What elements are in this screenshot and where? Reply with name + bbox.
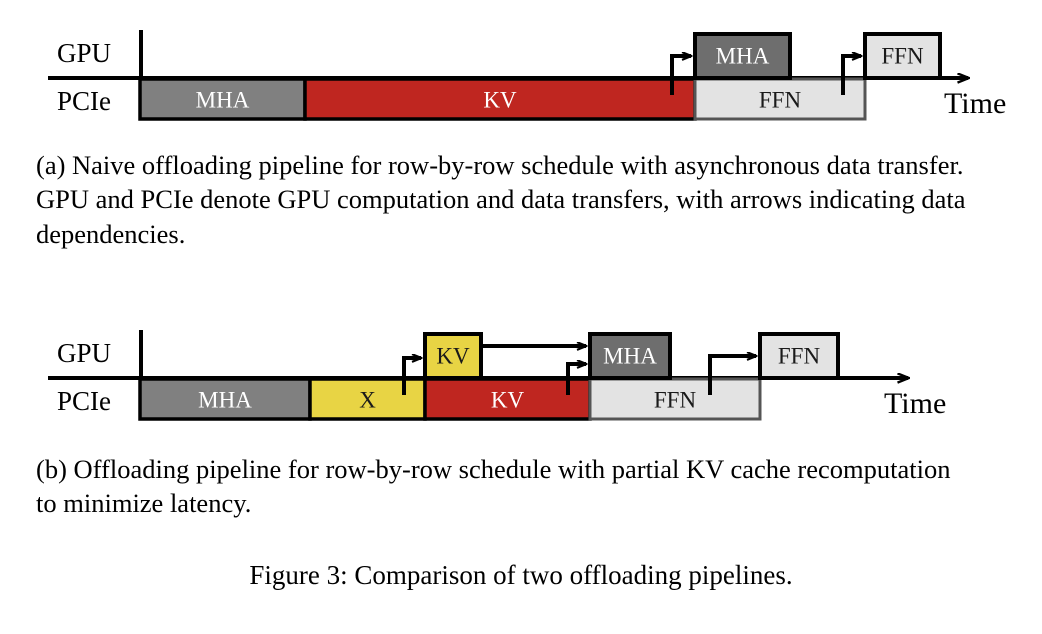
subfigure-caption-b: (b) Offloading pipeline for row-by-row s…: [36, 454, 951, 519]
pcie-block-kv-b[interactable]: [423, 377, 592, 421]
row-label-gpu-b: GPU: [57, 338, 111, 368]
pcie-block-mha-b[interactable]: [138, 377, 312, 421]
gpu-block-mha-a[interactable]: [693, 32, 792, 80]
dependency-arrow-kvpcie-to-mha-b: [566, 364, 586, 395]
gpu-block-kv-b[interactable]: [423, 332, 483, 380]
time-axis-label-a: Time: [944, 87, 1006, 120]
gpu-block-ffn-a[interactable]: [863, 32, 942, 80]
subfigure-caption-a: (a) Naive offloading pipeline for row-by…: [36, 150, 966, 249]
dependency-arrow-kv-to-mha-a: [670, 56, 691, 95]
gpu-track-a: MHA FFN: [693, 32, 942, 80]
gpu-block-kv-b-label: KV: [436, 344, 470, 369]
gpu-block-ffn-b[interactable]: [758, 332, 840, 380]
pcie-block-mha-b-label: MHA: [198, 388, 252, 413]
pcie-block-kv-a-label: KV: [483, 88, 517, 113]
dependency-arrow-x-to-kv-b: [402, 358, 421, 395]
time-axis-label-b: Time: [884, 387, 946, 420]
row-label-pcie-a: PCIe: [57, 86, 111, 116]
gpu-block-mha-b-label: MHA: [603, 344, 657, 369]
pcie-block-kv-b-label: KV: [491, 388, 525, 413]
gpu-block-ffn-a-label: FFN: [881, 44, 924, 69]
pcie-block-ffn-b-label: FFN: [654, 388, 697, 413]
dependency-arrow-ffn-to-ffn-a: [841, 56, 861, 95]
timeline-diagram-b: GPU PCIe MHA X KV FFN KV MHA: [0, 300, 1042, 445]
gpu-block-mha-a-label: MHA: [716, 44, 770, 69]
pcie-block-ffn-b[interactable]: [588, 377, 762, 421]
row-label-gpu-a: GPU: [57, 38, 111, 68]
figure-caption: Figure 3: Comparison of two offloading p…: [249, 560, 793, 590]
gpu-track-b: KV MHA FFN: [423, 332, 840, 380]
pcie-track-a: MHA KV FFN: [138, 77, 867, 121]
pcie-block-ffn-a[interactable]: [693, 77, 867, 121]
timeline-diagram-a: GPU PCIe MHA KV FFN MHA FFN: [0, 0, 1042, 145]
pcie-block-ffn-a-label: FFN: [759, 88, 802, 113]
pcie-block-x-b-label: X: [359, 388, 376, 413]
pcie-block-mha-a-label: MHA: [196, 88, 250, 113]
gpu-block-mha-b[interactable]: [588, 332, 672, 380]
row-label-pcie-b: PCIe: [57, 386, 111, 416]
dependency-arrow-ffn-to-ffn-b: [708, 356, 756, 395]
pcie-track-b: MHA X KV FFN: [138, 377, 762, 421]
gpu-block-ffn-b-label: FFN: [778, 344, 821, 369]
